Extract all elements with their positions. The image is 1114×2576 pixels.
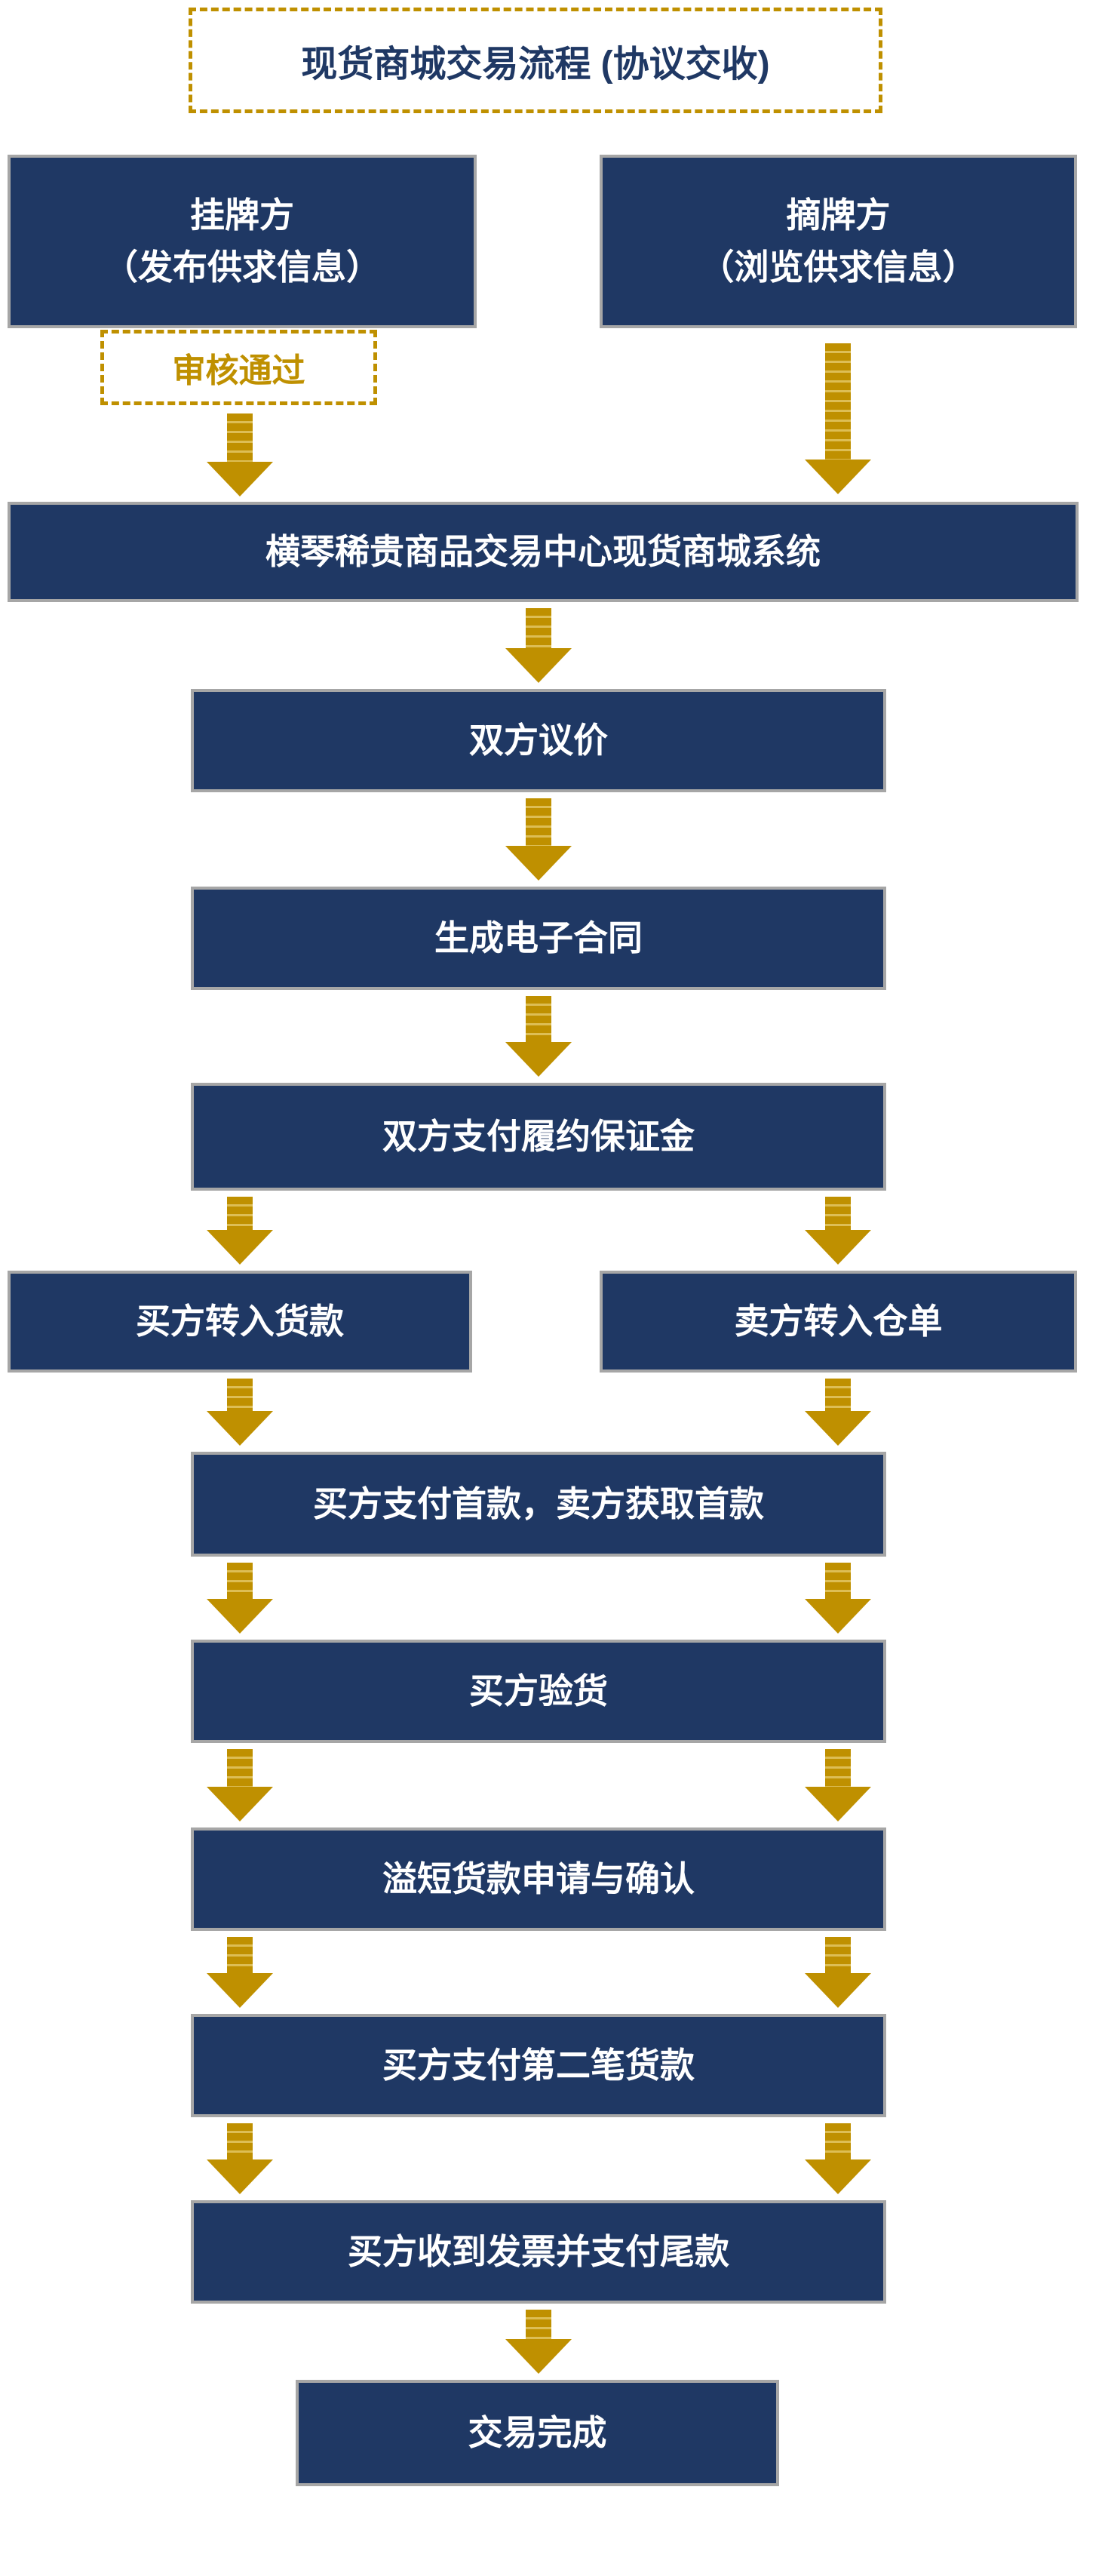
- down-arrow-icon: [805, 343, 871, 494]
- node-label: 双方议价: [469, 721, 608, 760]
- node-label: 摘牌方: [786, 195, 891, 235]
- node-seller-warrant: 卖方转入仓单: [600, 1271, 1077, 1373]
- arrow-head: [207, 462, 273, 496]
- arrow-shaft: [526, 798, 551, 846]
- arrow-shaft: [227, 1937, 253, 1973]
- node-label: 交易完成: [468, 2413, 607, 2452]
- arrow-head: [805, 1787, 871, 1821]
- node-label: 买方转入货款: [136, 1302, 344, 1341]
- node-system: 横琴稀贵商品交易中心现货商城系统: [8, 502, 1079, 602]
- arrow-head: [805, 1599, 871, 1634]
- arrow-shaft: [825, 1563, 851, 1599]
- arrow-shaft: [227, 413, 253, 462]
- arrow-shaft: [825, 1379, 851, 1411]
- arrow-head: [505, 2339, 572, 2374]
- down-arrow-icon: [805, 1379, 871, 1446]
- arrow-head: [805, 460, 871, 494]
- arrow-head: [207, 1787, 273, 1821]
- node-second-payment: 买方支付第二笔货款: [191, 2014, 886, 2117]
- node-label: 买方支付首款，卖方获取首款: [313, 1484, 764, 1523]
- down-arrow-icon: [505, 2310, 572, 2374]
- node-deposit: 双方支付履约保证金: [191, 1083, 886, 1191]
- arrow-head: [805, 1230, 871, 1265]
- arrow-shaft: [227, 1563, 253, 1599]
- arrow-shaft: [526, 2310, 551, 2339]
- arrow-head: [505, 1042, 572, 1077]
- node-buyer-funds: 买方转入货款: [8, 1271, 472, 1373]
- down-arrow-icon: [505, 608, 572, 683]
- down-arrow-icon: [505, 996, 572, 1077]
- down-arrow-icon: [207, 1749, 273, 1821]
- node-label: 溢短货款申请与确认: [382, 1859, 695, 1898]
- arrow-shaft: [526, 608, 551, 648]
- arrow-head: [207, 1973, 273, 2008]
- node-listing-party: 挂牌方 （发布供求信息）: [8, 155, 477, 328]
- down-arrow-icon: [207, 2123, 273, 2194]
- arrow-shaft: [526, 996, 551, 1042]
- arrow-head: [207, 1411, 273, 1446]
- node-label: 挂牌方: [190, 195, 294, 235]
- flow-title: 现货商城交易流程 (协议交收): [301, 45, 770, 85]
- down-arrow-icon: [505, 798, 572, 881]
- arrow-head: [505, 846, 572, 881]
- down-arrow-icon: [805, 1749, 871, 1821]
- flow-title-box: 现货商城交易流程 (协议交收): [189, 8, 882, 113]
- down-arrow-icon: [805, 1197, 871, 1265]
- down-arrow-icon: [805, 1563, 871, 1634]
- node-label: 买方支付第二笔货款: [382, 2046, 695, 2085]
- arrow-shaft: [227, 1379, 253, 1411]
- arrow-shaft: [825, 1197, 851, 1230]
- node-label: 双方支付履约保证金: [382, 1117, 695, 1156]
- arrow-head: [207, 1599, 273, 1634]
- node-label: 生成电子合同: [434, 918, 643, 958]
- arrow-shaft: [227, 1749, 253, 1787]
- arrow-head: [207, 2159, 273, 2194]
- arrow-head: [805, 2159, 871, 2194]
- arrow-shaft: [825, 343, 851, 460]
- arrow-shaft: [825, 2123, 851, 2159]
- arrow-shaft: [227, 2123, 253, 2159]
- node-delisting-party: 摘牌方 （浏览供求信息）: [600, 155, 1077, 328]
- node-adjustment: 溢短货款申请与确认: [191, 1827, 886, 1931]
- down-arrow-icon: [805, 2123, 871, 2194]
- node-inspection: 买方验货: [191, 1640, 886, 1743]
- node-final-payment: 买方收到发票并支付尾款: [191, 2200, 886, 2304]
- node-label: 横琴稀贵商品交易中心现货商城系统: [265, 532, 821, 571]
- node-label: 卖方转入仓单: [734, 1302, 943, 1341]
- audit-pass-label: 审核通过: [172, 352, 305, 389]
- node-contract: 生成电子合同: [191, 887, 886, 990]
- node-label: 买方验货: [469, 1671, 608, 1711]
- arrow-head: [805, 1973, 871, 2008]
- arrow-shaft: [825, 1937, 851, 1973]
- arrow-head: [805, 1411, 871, 1446]
- down-arrow-icon: [805, 1937, 871, 2008]
- down-arrow-icon: [207, 1937, 273, 2008]
- down-arrow-icon: [207, 1563, 273, 1634]
- node-negotiation: 双方议价: [191, 689, 886, 792]
- down-arrow-icon: [207, 1379, 273, 1446]
- audit-pass-box: 审核通过: [100, 330, 377, 405]
- node-label: （发布供求信息）: [103, 247, 381, 287]
- node-label: 买方收到发票并支付尾款: [348, 2232, 729, 2271]
- down-arrow-icon: [207, 1197, 273, 1265]
- node-complete: 交易完成: [296, 2380, 779, 2486]
- node-first-payment: 买方支付首款，卖方获取首款: [191, 1452, 886, 1557]
- down-arrow-icon: [207, 413, 273, 496]
- arrow-shaft: [825, 1749, 851, 1787]
- arrow-shaft: [227, 1197, 253, 1230]
- node-label: （浏览供求信息）: [699, 247, 977, 287]
- arrow-head: [207, 1230, 273, 1265]
- arrow-head: [505, 648, 572, 683]
